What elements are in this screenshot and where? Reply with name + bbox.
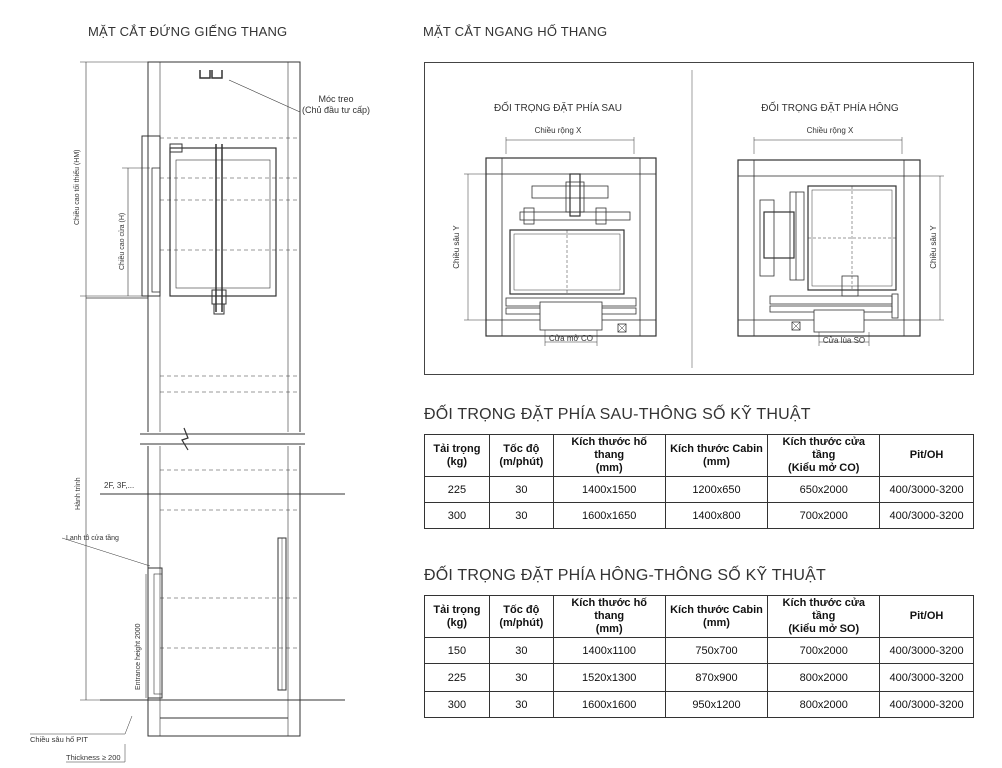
- table-cell: 1400x1100: [552, 637, 666, 664]
- header-cell: Pit/OH: [879, 595, 974, 638]
- table-cell: 750x700: [664, 637, 769, 664]
- header-cell: Tải trọng(kg): [424, 595, 490, 638]
- table-cell: 700x2000: [767, 637, 881, 664]
- rear-table-title: ĐỐI TRỌNG ĐẶT PHÍA SAU-THÔNG SỐ KỸ THUẬT: [424, 406, 811, 423]
- side-door-label: Cửa lùa SO: [823, 336, 865, 345]
- header-cell: Pit/OH: [879, 434, 974, 477]
- horizontal-section-drawing: ĐỐI TRỌNG ĐẶT PHÍA SAU Chiều rộng X: [424, 62, 974, 375]
- table-cell: 300: [424, 691, 490, 718]
- table-cell: 400/3000-3200: [879, 637, 974, 664]
- entrance-height-label: Entrance height 2000: [135, 623, 142, 690]
- side-plan-title: ĐỐI TRỌNG ĐẶT PHÍA HÔNG: [761, 100, 899, 114]
- header-cell: Kích thước Cabin(mm): [664, 595, 769, 638]
- table-cell: 1200x650: [664, 476, 769, 503]
- left-section-title: MẶT CẮT ĐỨNG GIẾNG THANG: [88, 24, 288, 39]
- header-cell: Kích thước Cabin(mm): [664, 434, 769, 477]
- table-cell: 400/3000-3200: [879, 476, 974, 503]
- table-cell: 225: [424, 663, 490, 692]
- pit-depth-label: Chiều sâu hố PIT: [30, 735, 88, 744]
- table-row: 225 30 1520x1300 870x900 800x2000 400/30…: [424, 663, 974, 692]
- header-cell: Kích thước cửa tầng(Kiểu mở SO): [767, 595, 881, 638]
- min-height-label: Chiều cao tối thiểu (HM): [72, 150, 81, 225]
- rear-door-label: Cửa mở CO: [549, 334, 593, 343]
- table-cell: 150: [424, 637, 490, 664]
- table-row: 300 30 1600x1600 950x1200 800x2000 400/3…: [424, 691, 974, 718]
- hook-note: (Chủ đầu tư cấp): [302, 105, 370, 115]
- header-cell: Tải trọng(kg): [424, 434, 490, 477]
- rear-spec-table: Tải trọng(kg) Tốc độ(m/phút) Kích thước …: [424, 434, 974, 529]
- table-cell: 400/3000-3200: [879, 502, 974, 529]
- header-cell: Kích thước cửa tầng(Kiểu mở CO): [767, 434, 881, 477]
- table-cell: 30: [488, 663, 554, 692]
- floors-label: 2F, 3F,...: [104, 481, 134, 490]
- table-cell: 30: [488, 691, 554, 718]
- table-cell: 30: [488, 502, 554, 529]
- table-cell: 400/3000-3200: [879, 663, 974, 692]
- rear-depth-label: Chiều sâu Y: [452, 225, 461, 269]
- table-cell: 700x2000: [767, 502, 881, 529]
- hook-label: Móc treo: [318, 94, 353, 104]
- table-header-row: Tải trọng(kg) Tốc độ(m/phút) Kích thước …: [424, 595, 974, 638]
- side-width-label: Chiều rộng X: [807, 126, 854, 135]
- table-cell: 30: [488, 476, 554, 503]
- table-cell: 300: [424, 502, 490, 529]
- door-height-label: Chiều cao cửa (H): [117, 213, 126, 270]
- table-row: 225 30 1400x1500 1200x650 650x2000 400/3…: [424, 476, 974, 503]
- table-cell: 30: [488, 637, 554, 664]
- table-cell: 1520x1300: [552, 663, 666, 692]
- table-header-row: Tải trọng(kg) Tốc độ(m/phút) Kích thước …: [424, 434, 974, 477]
- table-cell: 1400x800: [664, 502, 769, 529]
- table-cell: 1600x1650: [552, 502, 666, 529]
- header-cell: Kích thước hố thang(mm): [552, 434, 666, 477]
- side-spec-table: Tải trọng(kg) Tốc độ(m/phút) Kích thước …: [424, 595, 974, 718]
- table-cell: 400/3000-3200: [879, 691, 974, 718]
- table-cell: 225: [424, 476, 490, 503]
- vertical-section-drawing: Móc treo (Chủ đầu tư cấp) Chiều cao tối …: [30, 61, 370, 763]
- table-cell: 1400x1500: [552, 476, 666, 503]
- rear-plan-title: ĐỐI TRỌNG ĐẶT PHÍA SAU: [494, 100, 622, 114]
- table-cell: 870x900: [664, 663, 769, 692]
- side-depth-label: Chiều sâu Y: [929, 225, 938, 269]
- rear-width-label: Chiều rộng X: [535, 126, 582, 135]
- table-cell: 1600x1600: [552, 691, 666, 718]
- thickness-label: Thickness ≥ 200: [66, 753, 121, 762]
- header-cell: Tốc độ(m/phút): [488, 434, 554, 477]
- table-cell: 800x2000: [767, 691, 881, 718]
- side-table-title: ĐỐI TRỌNG ĐẶT PHÍA HÔNG-THÔNG SỐ KỸ THUẬ…: [424, 567, 827, 584]
- table-row: 300 30 1600x1650 1400x800 700x2000 400/3…: [424, 502, 974, 529]
- travel-label: Hành trình: [75, 477, 82, 510]
- lintel-label: Lanh tô cửa tầng: [66, 533, 119, 542]
- table-cell: 950x1200: [664, 691, 769, 718]
- table-cell: 650x2000: [767, 476, 881, 503]
- table-cell: 800x2000: [767, 663, 881, 692]
- header-cell: Kích thước hố thang(mm): [552, 595, 666, 638]
- header-cell: Tốc độ(m/phút): [488, 595, 554, 638]
- right-section-title: MẶT CẮT NGANG HỐ THANG: [423, 24, 608, 39]
- table-row: 150 30 1400x1100 750x700 700x2000 400/30…: [424, 637, 974, 664]
